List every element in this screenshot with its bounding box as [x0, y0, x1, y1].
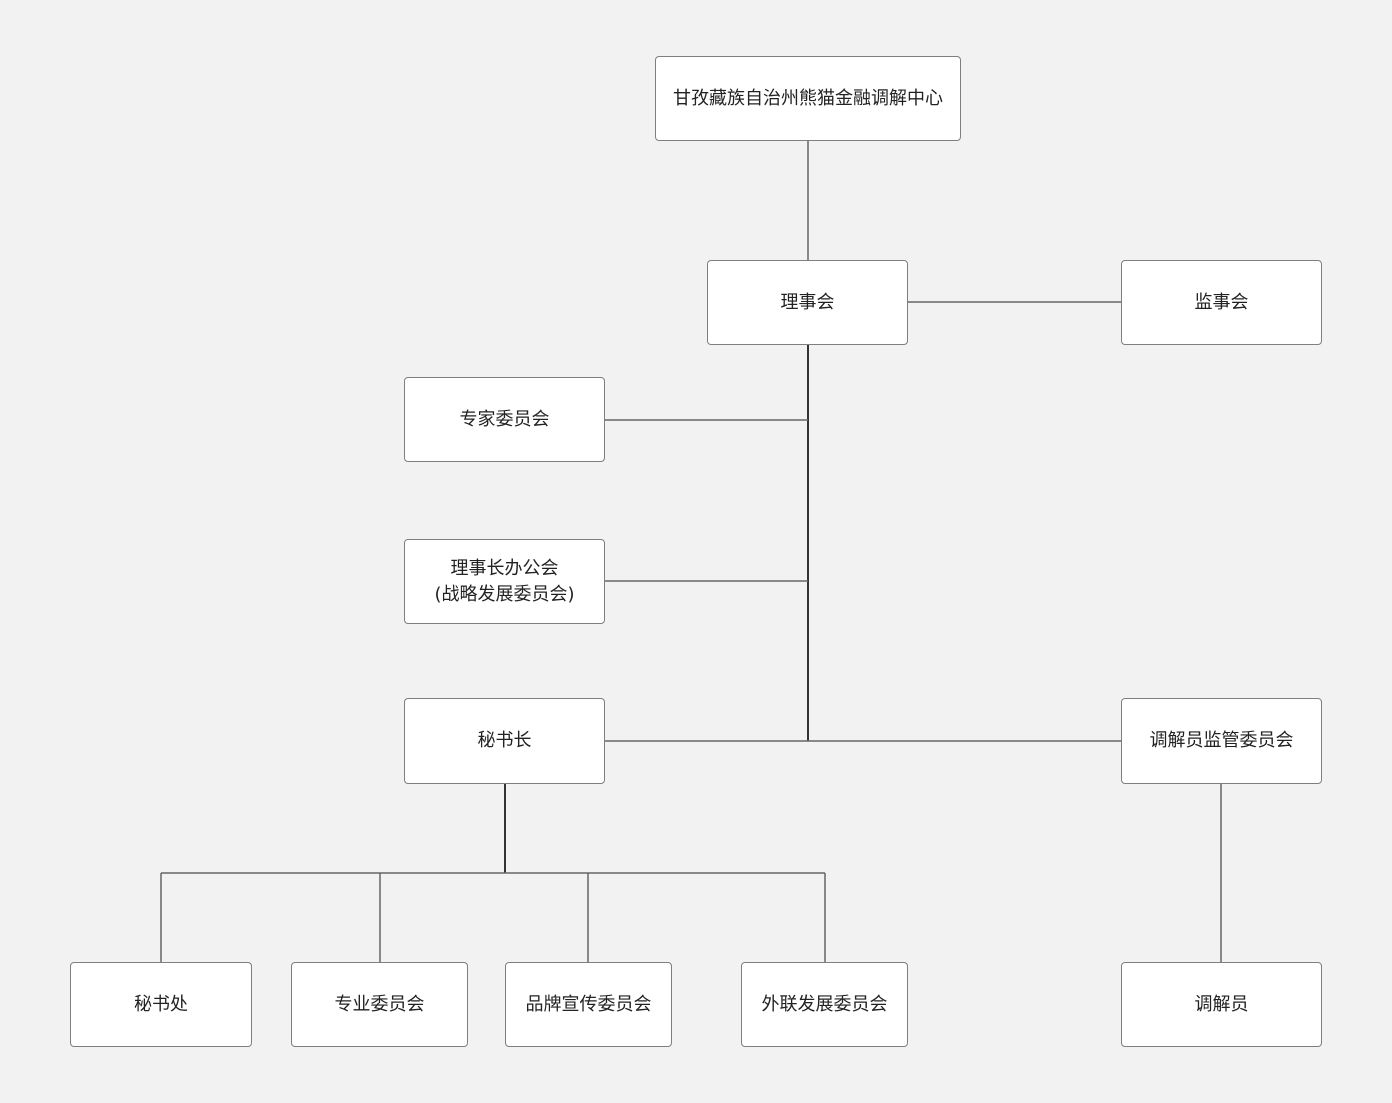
node-secretariat: 秘书处	[70, 962, 252, 1047]
node-brand: 品牌宣传委员会	[505, 962, 672, 1047]
node-professional: 专业委员会	[291, 962, 468, 1047]
node-secretary-general-label: 秘书长	[477, 730, 532, 751]
node-external: 外联发展委员会	[741, 962, 908, 1047]
node-root: 甘孜藏族自治州熊猫金融调解中心	[655, 56, 961, 141]
node-secretariat-label: 秘书处	[134, 993, 188, 1015]
node-expert: 专家委员会	[404, 377, 605, 462]
node-external-label: 外联发展委员会	[761, 993, 888, 1015]
node-supervisory-label: 监事会	[1194, 291, 1249, 313]
node-chairman-office: 理事长办公会 (战略发展委员会)	[404, 539, 605, 624]
node-brand-label: 品牌宣传委员会	[525, 993, 652, 1015]
node-root-label: 甘孜藏族自治州熊猫金融调解中心	[673, 87, 943, 109]
node-mediator-label: 调解员	[1194, 993, 1249, 1015]
node-expert-label: 专家委员会	[459, 408, 550, 430]
node-board-label: 理事会	[780, 291, 835, 313]
node-secretary-general: 秘书长	[404, 698, 605, 784]
node-professional-label: 专业委员会	[334, 993, 425, 1015]
node-chairman-office-line1: 理事长办公会	[450, 557, 559, 579]
node-board: 理事会	[707, 260, 908, 345]
node-mediator-supervision-label: 调解员监管委员会	[1149, 730, 1294, 751]
node-mediator: 调解员	[1121, 962, 1322, 1047]
node-supervisory: 监事会	[1121, 260, 1322, 345]
node-chairman-office-line2: (战略发展委员会)	[434, 583, 575, 605]
node-mediator-supervision: 调解员监管委员会	[1121, 698, 1322, 784]
